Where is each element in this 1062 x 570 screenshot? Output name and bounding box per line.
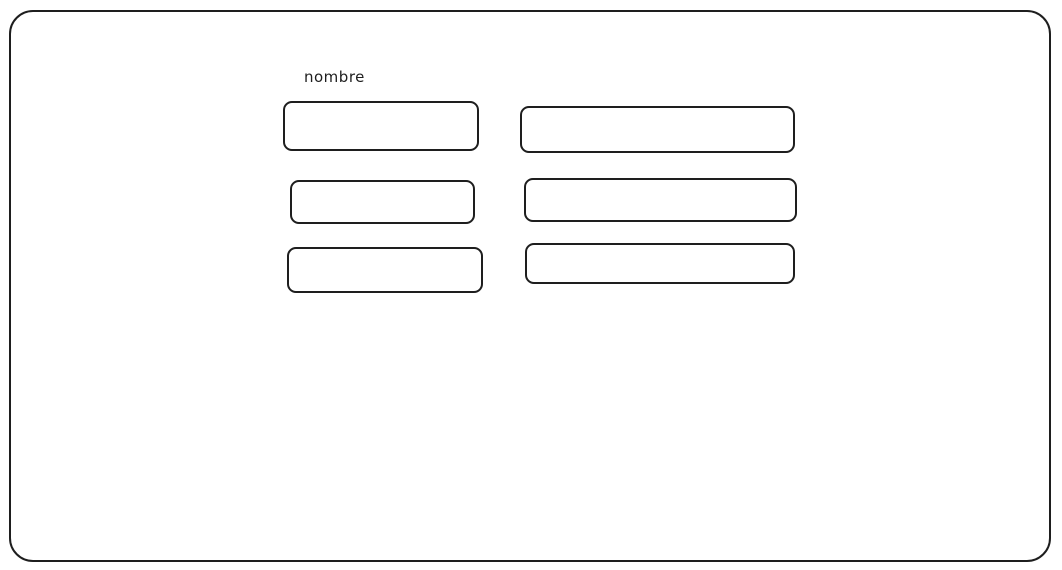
left-field-2[interactable] <box>290 180 475 224</box>
left-field-3[interactable] <box>287 247 483 293</box>
right-field-2[interactable] <box>524 178 797 222</box>
nombre-label: nombre <box>304 68 365 86</box>
window-frame <box>9 10 1051 562</box>
right-field-1[interactable] <box>520 106 795 153</box>
right-field-3[interactable] <box>525 243 795 284</box>
nombre-field[interactable] <box>283 101 479 151</box>
